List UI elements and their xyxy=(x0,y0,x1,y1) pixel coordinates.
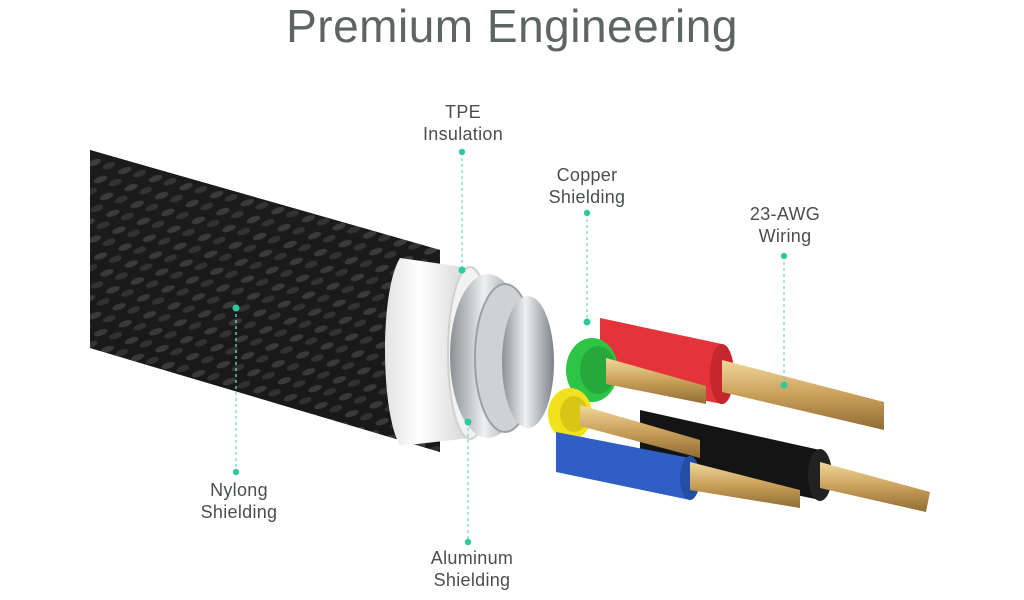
copper-anchor-dot xyxy=(583,318,591,326)
tpe-anchor-dot xyxy=(458,266,466,274)
wire-green xyxy=(566,338,706,404)
label-line: Copper xyxy=(556,165,618,185)
label-line: Shielding xyxy=(433,570,511,590)
copper-dot xyxy=(583,209,591,217)
awg-anchor-dot xyxy=(780,381,788,389)
label-tpe-insulation: TPE Insulation xyxy=(398,101,528,145)
nylon-anchor-dot xyxy=(232,304,240,312)
aluminum-shielding xyxy=(450,274,554,438)
label-line: Shielding xyxy=(200,502,278,522)
wire-black xyxy=(640,410,930,512)
aluminum-anchor-dot xyxy=(464,418,472,426)
aluminum-dot xyxy=(464,538,472,546)
label-line: Wiring xyxy=(758,226,812,246)
callout-lines xyxy=(235,152,785,542)
label-line: TPE xyxy=(445,102,481,122)
label-aluminum-shielding: Aluminum Shielding xyxy=(407,547,537,591)
tpe-dot xyxy=(458,148,466,156)
wire-blue xyxy=(556,432,800,508)
awg-dot xyxy=(780,252,788,260)
label-line: 23-AWG xyxy=(749,204,821,224)
wire-yellow xyxy=(548,388,700,458)
nylon-dot xyxy=(232,468,240,476)
label-line: Shielding xyxy=(548,187,626,207)
label-line: Nylong xyxy=(210,480,268,500)
label-awg-wiring: 23-AWG Wiring xyxy=(720,203,850,247)
label-line: Insulation xyxy=(422,124,504,144)
label-line: Aluminum xyxy=(430,548,514,568)
callout-dots xyxy=(232,148,788,546)
page-title: Premium Engineering xyxy=(286,0,738,52)
nylon-braid xyxy=(90,150,440,452)
label-copper-shielding: Copper Shielding xyxy=(522,164,652,208)
label-nylon-shielding: Nylong Shielding xyxy=(174,479,304,523)
